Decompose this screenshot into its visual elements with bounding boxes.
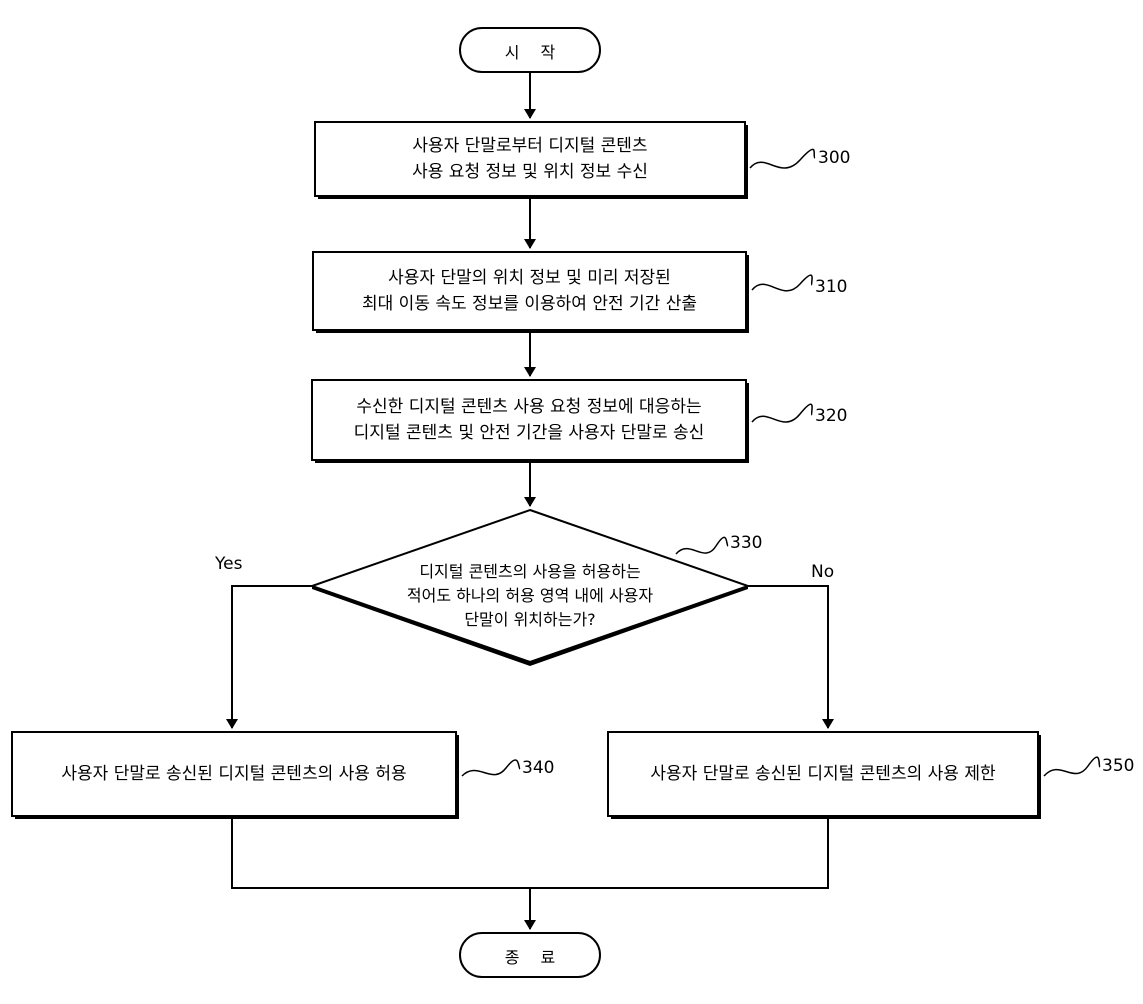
- step-320-line-2: 디지털 콘텐츠 및 안전 기간을 사용자 단말로 송신: [353, 423, 705, 443]
- step-text-310: 사용자 단말의 위치 정보 및 미리 저장된 최대 이동 속도 정보를 이용하여…: [313, 265, 746, 317]
- arrow-no-branch: [748, 585, 834, 729]
- decision-text-330: 디지털 콘텐츠의 사용을 허용하는 적어도 하나의 허용 영역 내에 사용자 단…: [352, 560, 708, 632]
- step-shadow-310: [746, 255, 749, 333]
- step-text-300: 사용자 단말로부터 디지털 콘텐츠 사용 요청 정보 및 위치 정보 수신: [315, 133, 745, 185]
- step-320-line-1: 수신한 디지털 콘텐츠 사용 요청 정보에 대응하는: [356, 397, 702, 417]
- step-shadow-300: [745, 125, 748, 199]
- leader-320: [751, 403, 813, 423]
- decision-line-1: 디지털 콘텐츠의 사용을 허용하는: [419, 562, 641, 581]
- step-box-320: [311, 379, 747, 461]
- outcome-shadow-350: [1038, 735, 1041, 819]
- merge-line: [231, 819, 829, 889]
- outcome-shadow-340: [456, 735, 459, 819]
- end-terminal: [459, 932, 601, 978]
- step-300-line-2: 사용 요청 정보 및 위치 정보 수신: [412, 162, 648, 182]
- step-310-line-2: 최대 이동 속도 정보를 이용하여 안전 기간 산출: [362, 294, 697, 314]
- ref-310: 310: [815, 277, 848, 297]
- leader-330: [675, 536, 729, 555]
- leader-300: [749, 148, 816, 169]
- step-shadow-310-b: [316, 330, 749, 333]
- outcome-shadow-350-b: [611, 816, 1041, 819]
- step-box-300: [314, 121, 746, 197]
- start-label: 시 작: [504, 43, 564, 62]
- step-310-line-1: 사용자 단말의 위치 정보 및 미리 저장된: [388, 268, 671, 288]
- outcome-shadow-340-b: [15, 816, 459, 819]
- yes-label: Yes: [215, 554, 243, 574]
- ref-330: 330: [730, 533, 763, 553]
- outcome-text-340: 사용자 단말로 송신된 디지털 콘텐츠의 사용 허용: [61, 764, 407, 784]
- end-label: 종 료: [504, 948, 564, 967]
- decision-line-2: 적어도 하나의 허용 영역 내에 사용자: [406, 586, 654, 605]
- ref-350: 350: [1102, 756, 1135, 776]
- arrow-yes-branch: [226, 585, 312, 729]
- decision-line-3: 단말이 위치하는가?: [464, 610, 596, 629]
- step-300-line-1: 사용자 단말로부터 디지털 콘텐츠: [412, 136, 648, 156]
- leader-310: [751, 274, 813, 292]
- ref-320: 320: [815, 406, 848, 426]
- step-box-310: [312, 251, 747, 331]
- step-shadow-320-b: [315, 460, 749, 463]
- no-label: No: [811, 562, 835, 582]
- step-text-320: 수신한 디지털 콘텐츠 사용 요청 정보에 대응하는 디지털 콘텐츠 및 안전 …: [312, 394, 746, 446]
- outcome-box-340: [11, 731, 457, 817]
- step-shadow-320: [746, 383, 749, 463]
- leader-350: [1043, 756, 1101, 777]
- step-shadow-300-b: [318, 196, 748, 199]
- outcome-text-350: 사용자 단말로 송신된 디지털 콘텐츠의 사용 제한: [650, 764, 996, 784]
- leader-340: [461, 759, 521, 777]
- ref-300: 300: [818, 148, 851, 168]
- ref-340: 340: [522, 758, 555, 778]
